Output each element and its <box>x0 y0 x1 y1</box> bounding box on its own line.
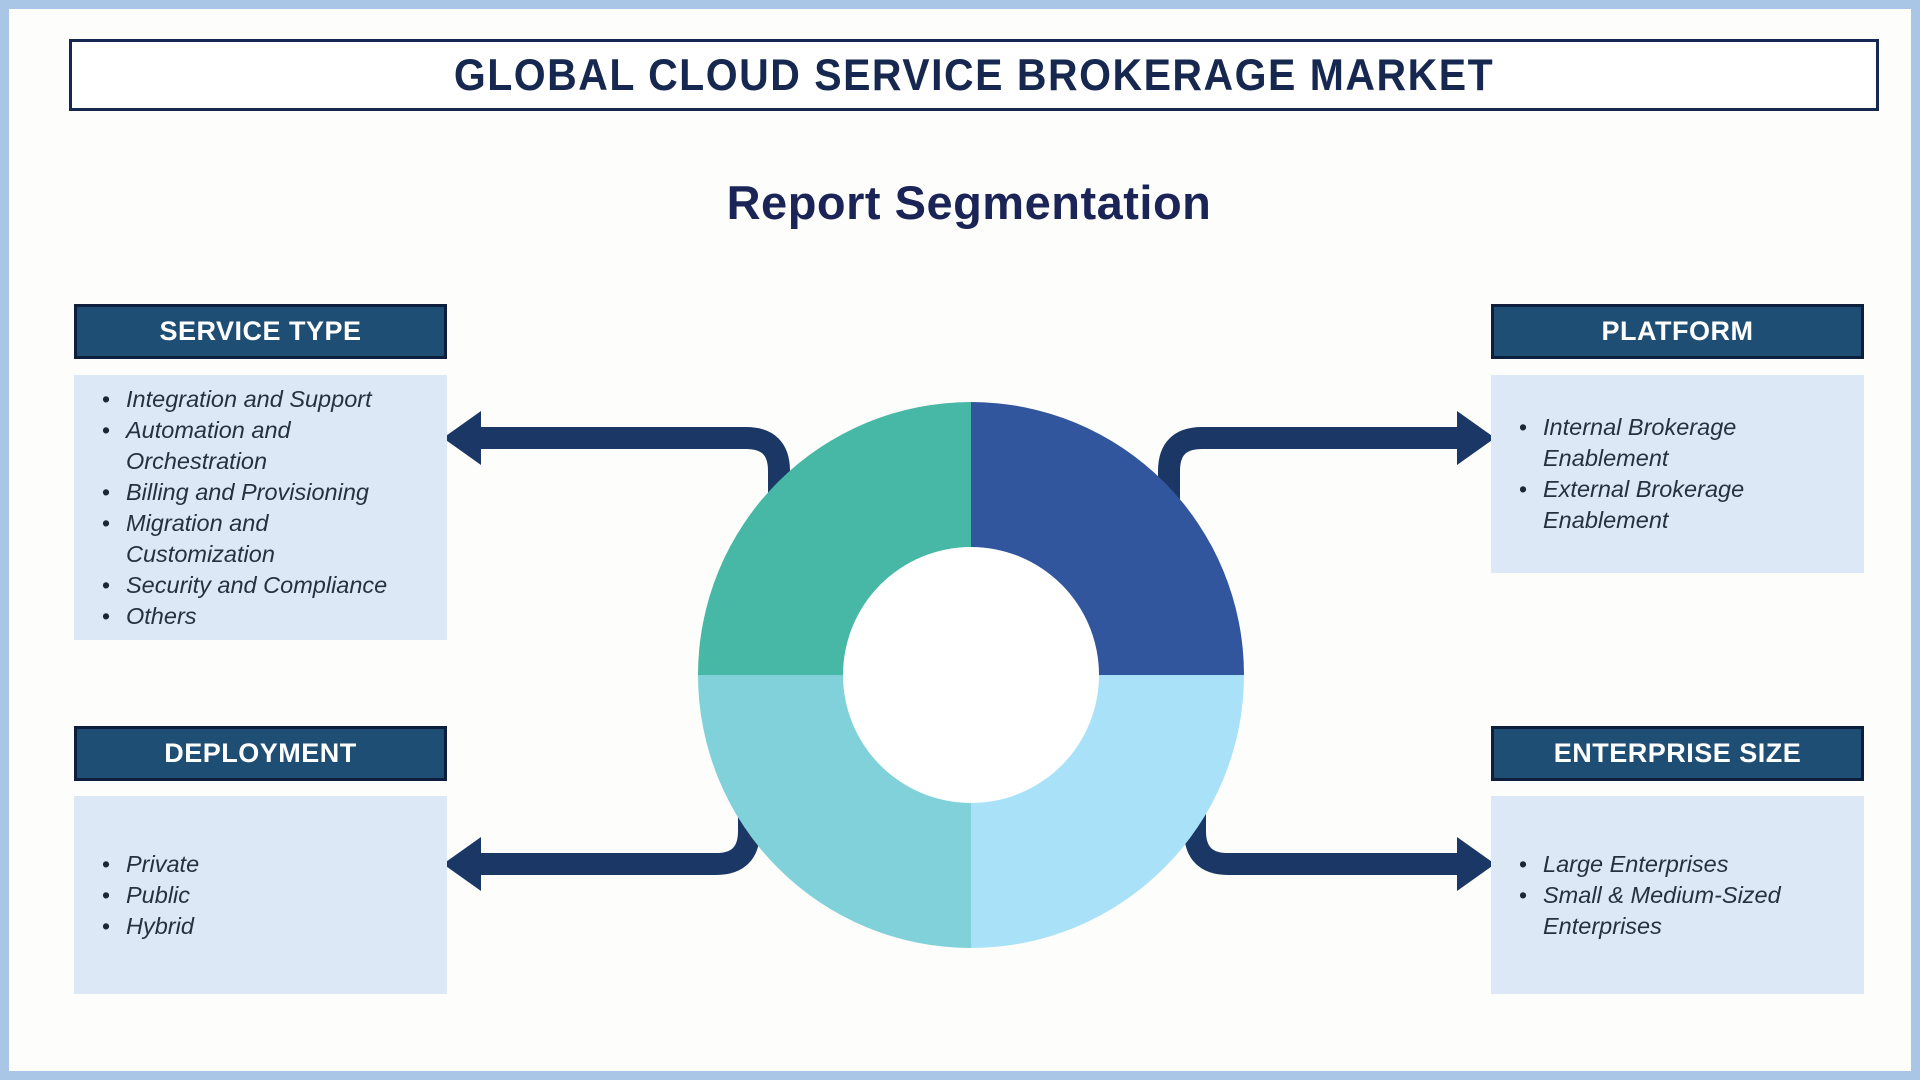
bullet-icon: • <box>102 571 111 598</box>
segmentation-diagram <box>443 402 1495 948</box>
connector-arrows <box>443 411 1495 891</box>
header-deployment: DEPLOYMENT <box>74 726 447 781</box>
bullet-icon: • <box>102 912 111 939</box>
bullet-icon: • <box>1519 476 1528 502</box>
report-segmentation-heading: Report Segmentation <box>726 176 1212 229</box>
header-enterprise-size: ENTERPRISE SIZE <box>1491 726 1864 781</box>
bullet-icon: • <box>102 416 111 443</box>
list-item: • Billing and Provisioning <box>102 477 407 508</box>
list-item-label: Security and Compliance <box>126 571 388 598</box>
list-item-label: Internal Brokerage Enablement <box>1543 414 1737 471</box>
list-item: • Integration and Support <box>102 384 407 415</box>
list-item: • External Brokerage Enablement <box>1519 474 1824 536</box>
list-item: • Private <box>102 849 407 880</box>
list-item-label: Hybrid <box>126 912 194 939</box>
list-item-label: Integration and Support <box>126 385 372 412</box>
arrowhead-platform <box>1457 411 1495 465</box>
header-enterprise-size-label: ENTERPRISE SIZE <box>1553 738 1802 768</box>
list-item-label: External Brokerage Enablement <box>1543 476 1745 533</box>
arrowhead-enterprise-size <box>1457 837 1495 891</box>
arrowhead-service-type <box>443 411 481 465</box>
list-item-label: Large Enterprises <box>1543 850 1729 877</box>
list-item: • Small & Medium-Sized Enterprises <box>1519 880 1824 942</box>
arrow-to-platform <box>1158 427 1459 629</box>
list-enterprise-size: • Large Enterprises • Small & Medium-Sized … <box>1491 796 1864 994</box>
list-item-label: Public <box>126 881 191 908</box>
donut-hole <box>843 547 1099 803</box>
donut-chart <box>698 402 1244 948</box>
arrow-to-enterprise-size <box>1184 721 1459 875</box>
list-item: • Others <box>102 601 407 632</box>
list-item: • Large Enterprises <box>1519 849 1824 880</box>
header-service-type: SERVICE TYPE <box>74 304 447 359</box>
list-item-label: Private <box>126 850 200 877</box>
header-deployment-label: DEPLOYMENT <box>164 738 357 768</box>
list-service-type: • Integration and Support • Automation and … <box>74 375 447 640</box>
page-title: GLOBAL CLOUD SERVICE BROKERAGE MARKET <box>453 49 1495 100</box>
bullet-icon: • <box>102 602 111 629</box>
list-item: • Automation and Orchestration <box>102 415 407 477</box>
header-platform-label: PLATFORM <box>1601 316 1754 346</box>
arrowhead-deployment <box>443 837 481 891</box>
header-service-type-label: SERVICE TYPE <box>159 316 362 346</box>
list-item: • Hybrid <box>102 911 407 942</box>
list-item-label: Automation and Orchestration <box>126 416 291 474</box>
list-item: • Public <box>102 880 407 911</box>
bullet-icon: • <box>102 881 111 908</box>
list-item-label: Others <box>126 602 197 629</box>
arrow-to-service-type <box>479 427 790 629</box>
bullet-icon: • <box>102 385 111 412</box>
list-item: • Security and Compliance <box>102 570 407 601</box>
list-item: • Internal Brokerage Enablement <box>1519 412 1824 474</box>
list-item-label: Billing and Provisioning <box>126 478 369 505</box>
list-item: • Migration and Customization <box>102 508 407 570</box>
title-banner: GLOBAL CLOUD SERVICE BROKERAGE MARKET <box>69 39 1879 111</box>
bullet-icon: • <box>102 509 111 536</box>
list-item-label: Small & Medium-Sized Enterprises <box>1543 881 1781 939</box>
bullet-icon: • <box>1519 850 1528 877</box>
list-deployment: • Private • Public • Hybrid <box>74 796 447 994</box>
list-item-label: Migration and Customization <box>126 509 275 567</box>
list-platform: • Internal Brokerage Enablement • External … <box>1491 375 1864 573</box>
header-platform: PLATFORM <box>1491 304 1864 359</box>
bullet-icon: • <box>102 478 111 505</box>
bullet-icon: • <box>1519 881 1528 908</box>
bullet-icon: • <box>102 850 111 877</box>
bullet-icon: • <box>1519 414 1528 440</box>
